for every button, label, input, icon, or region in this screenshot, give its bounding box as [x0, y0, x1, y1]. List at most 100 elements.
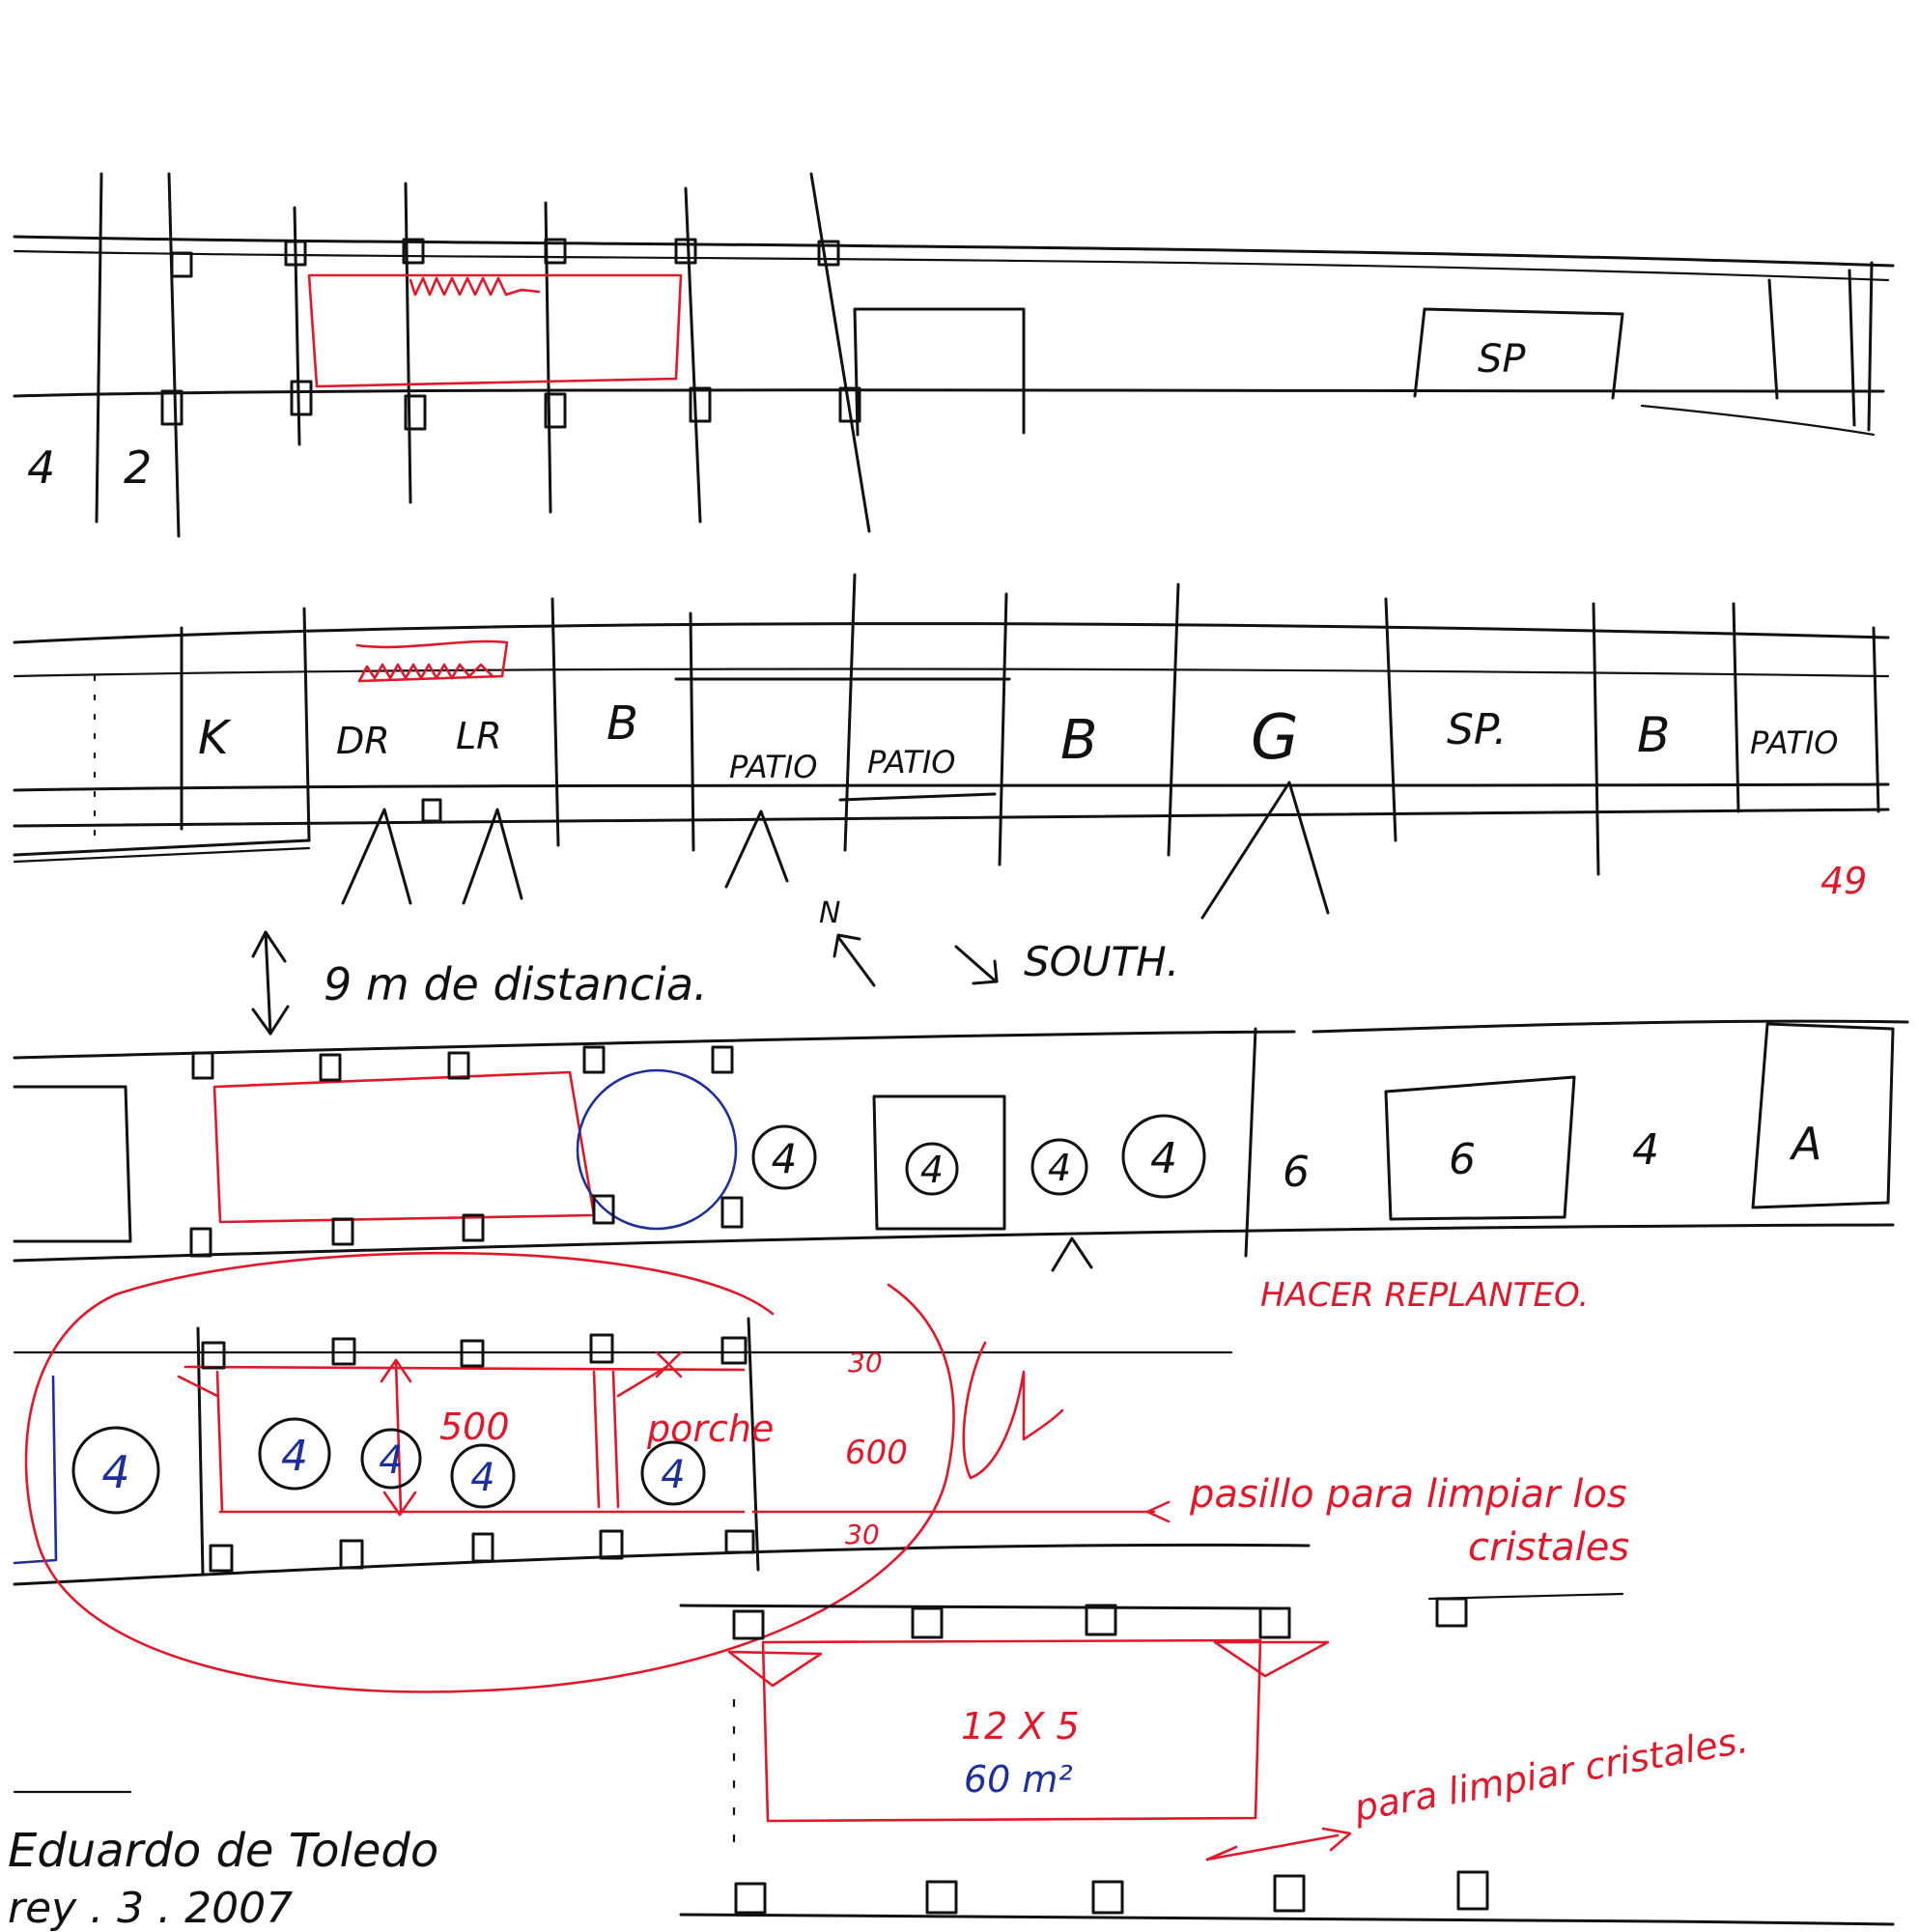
column-marker: [331, 1217, 354, 1246]
area-label: 60 m²: [964, 1758, 1073, 1801]
zone-label: 6: [1283, 1148, 1310, 1197]
column-marker: [1085, 1604, 1117, 1636]
room-label-patio: PATIO: [867, 744, 955, 781]
column-marker: [589, 1333, 614, 1364]
column-marker: [1273, 1874, 1306, 1913]
column-marker: [734, 1882, 767, 1915]
column-marker: [1258, 1606, 1291, 1639]
column-marker: [1456, 1870, 1489, 1911]
circle-label: 4: [661, 1453, 685, 1497]
orientation-notes: 9 m de distancia. N SOUTH.: [251, 896, 1179, 1036]
tree-circle: [1030, 1138, 1088, 1196]
column-marker: [1091, 1880, 1124, 1915]
tree-circle: [640, 1440, 706, 1506]
corridor-note: pasillo para limpiar los: [1189, 1472, 1627, 1517]
column-marker: [284, 240, 307, 267]
column-marker: [582, 1045, 606, 1074]
room-label: SP: [1478, 337, 1526, 382]
column-marker: [460, 1339, 485, 1368]
dimension-label: 500: [439, 1406, 510, 1448]
cleaning-note: para limpiar cristales.: [1350, 1719, 1751, 1830]
area-dims-label: 12 X 5: [961, 1705, 1080, 1747]
zone-label: A: [1789, 1118, 1821, 1170]
strip-1-plan: 4 2 SP: [13, 172, 1895, 538]
column-marker: [592, 1194, 615, 1225]
room-label-patio: PATIO: [1750, 724, 1838, 761]
strip-5-plan: 12 X 5 60 m² para limpiar cristales.: [679, 1592, 1895, 1926]
room-label-b: B: [1637, 707, 1670, 763]
page-number: 49: [1820, 860, 1867, 902]
signature-name: Eduardo de Toledo: [8, 1824, 438, 1878]
circle-label: 4: [101, 1446, 129, 1498]
south-label: SOUTH.: [1024, 938, 1179, 985]
replanteo-note: HACER REPLANTEO.: [1260, 1276, 1589, 1315]
column-marker: [339, 1539, 364, 1570]
column-marker: [170, 251, 193, 278]
column-marker: [720, 1196, 744, 1229]
grid-label: 4: [27, 441, 55, 494]
circle-label: 4: [281, 1432, 308, 1481]
zone-label: 6: [1449, 1135, 1476, 1184]
tree-circle: [258, 1417, 331, 1491]
column-marker: [191, 1051, 214, 1080]
column-marker: [290, 380, 313, 416]
circle-label: 4: [920, 1149, 944, 1191]
room-label-lr: LR: [456, 715, 502, 757]
signature-block: Eduardo de Toledo rey . 3 . 2007: [8, 1790, 438, 1932]
dimension-label: 30: [845, 1519, 880, 1550]
dimension-label: 600: [845, 1434, 908, 1472]
column-marker: [462, 1213, 485, 1242]
strip-4-plan: 4 4 4 4 4 500 porche 30 600 30 pasillo p…: [13, 1251, 1629, 1693]
column-marker: [544, 392, 567, 429]
room-label-b: B: [607, 696, 638, 751]
room-label-k: K: [198, 711, 232, 765]
column-marker: [838, 386, 861, 423]
column-marker: [471, 1532, 494, 1563]
tree-circle: [450, 1443, 516, 1509]
dimension-label: 30: [848, 1347, 883, 1378]
column-marker: [724, 1529, 755, 1554]
circle-label: 4: [470, 1456, 494, 1500]
column-marker: [1435, 1597, 1468, 1628]
room-label-b: B: [1060, 709, 1097, 772]
column-marker: [732, 1609, 765, 1640]
column-marker: [674, 238, 697, 265]
room-label-g: G: [1251, 702, 1299, 774]
column-marker: [911, 1606, 944, 1639]
column-marker: [544, 238, 567, 265]
column-marker: [404, 394, 427, 431]
column-marker: [189, 1227, 212, 1258]
zone-label: 4: [1632, 1125, 1659, 1175]
tree-circle: [751, 1124, 817, 1190]
column-marker: [201, 1341, 226, 1370]
signature-date: rey . 3 . 2007: [8, 1884, 293, 1932]
column-marker: [817, 240, 840, 267]
circle-label: 4: [1150, 1134, 1177, 1183]
corridor-note: cristales: [1468, 1525, 1629, 1570]
column-marker: [331, 1337, 356, 1366]
column-marker: [209, 1544, 234, 1573]
column-marker: [925, 1880, 958, 1915]
planter-circle: [576, 1068, 738, 1231]
column-marker: [421, 798, 442, 823]
circle-label: 4: [1048, 1147, 1071, 1189]
tree-circle: [905, 1142, 959, 1196]
distance-note: 9 m de distancia.: [324, 958, 708, 1010]
column-marker: [711, 1045, 734, 1074]
column-marker: [447, 1051, 470, 1080]
north-label: N: [819, 896, 840, 930]
grid-label: 2: [124, 441, 152, 494]
circle-label: 4: [379, 1438, 403, 1483]
column-marker: [402, 238, 425, 265]
column-marker: [689, 386, 712, 423]
tree-circle: [1121, 1114, 1206, 1199]
room-label-patio: PATIO: [729, 749, 817, 785]
column-marker: [720, 1336, 748, 1365]
column-marker: [599, 1529, 624, 1560]
room-label-sp: SP.: [1447, 705, 1507, 754]
column-marker: [160, 389, 183, 426]
strip-3-plan: 4 4 4 4 6 6 4 A HACER REPLANTEO.: [13, 1019, 1909, 1315]
tree-circle: [360, 1428, 422, 1490]
